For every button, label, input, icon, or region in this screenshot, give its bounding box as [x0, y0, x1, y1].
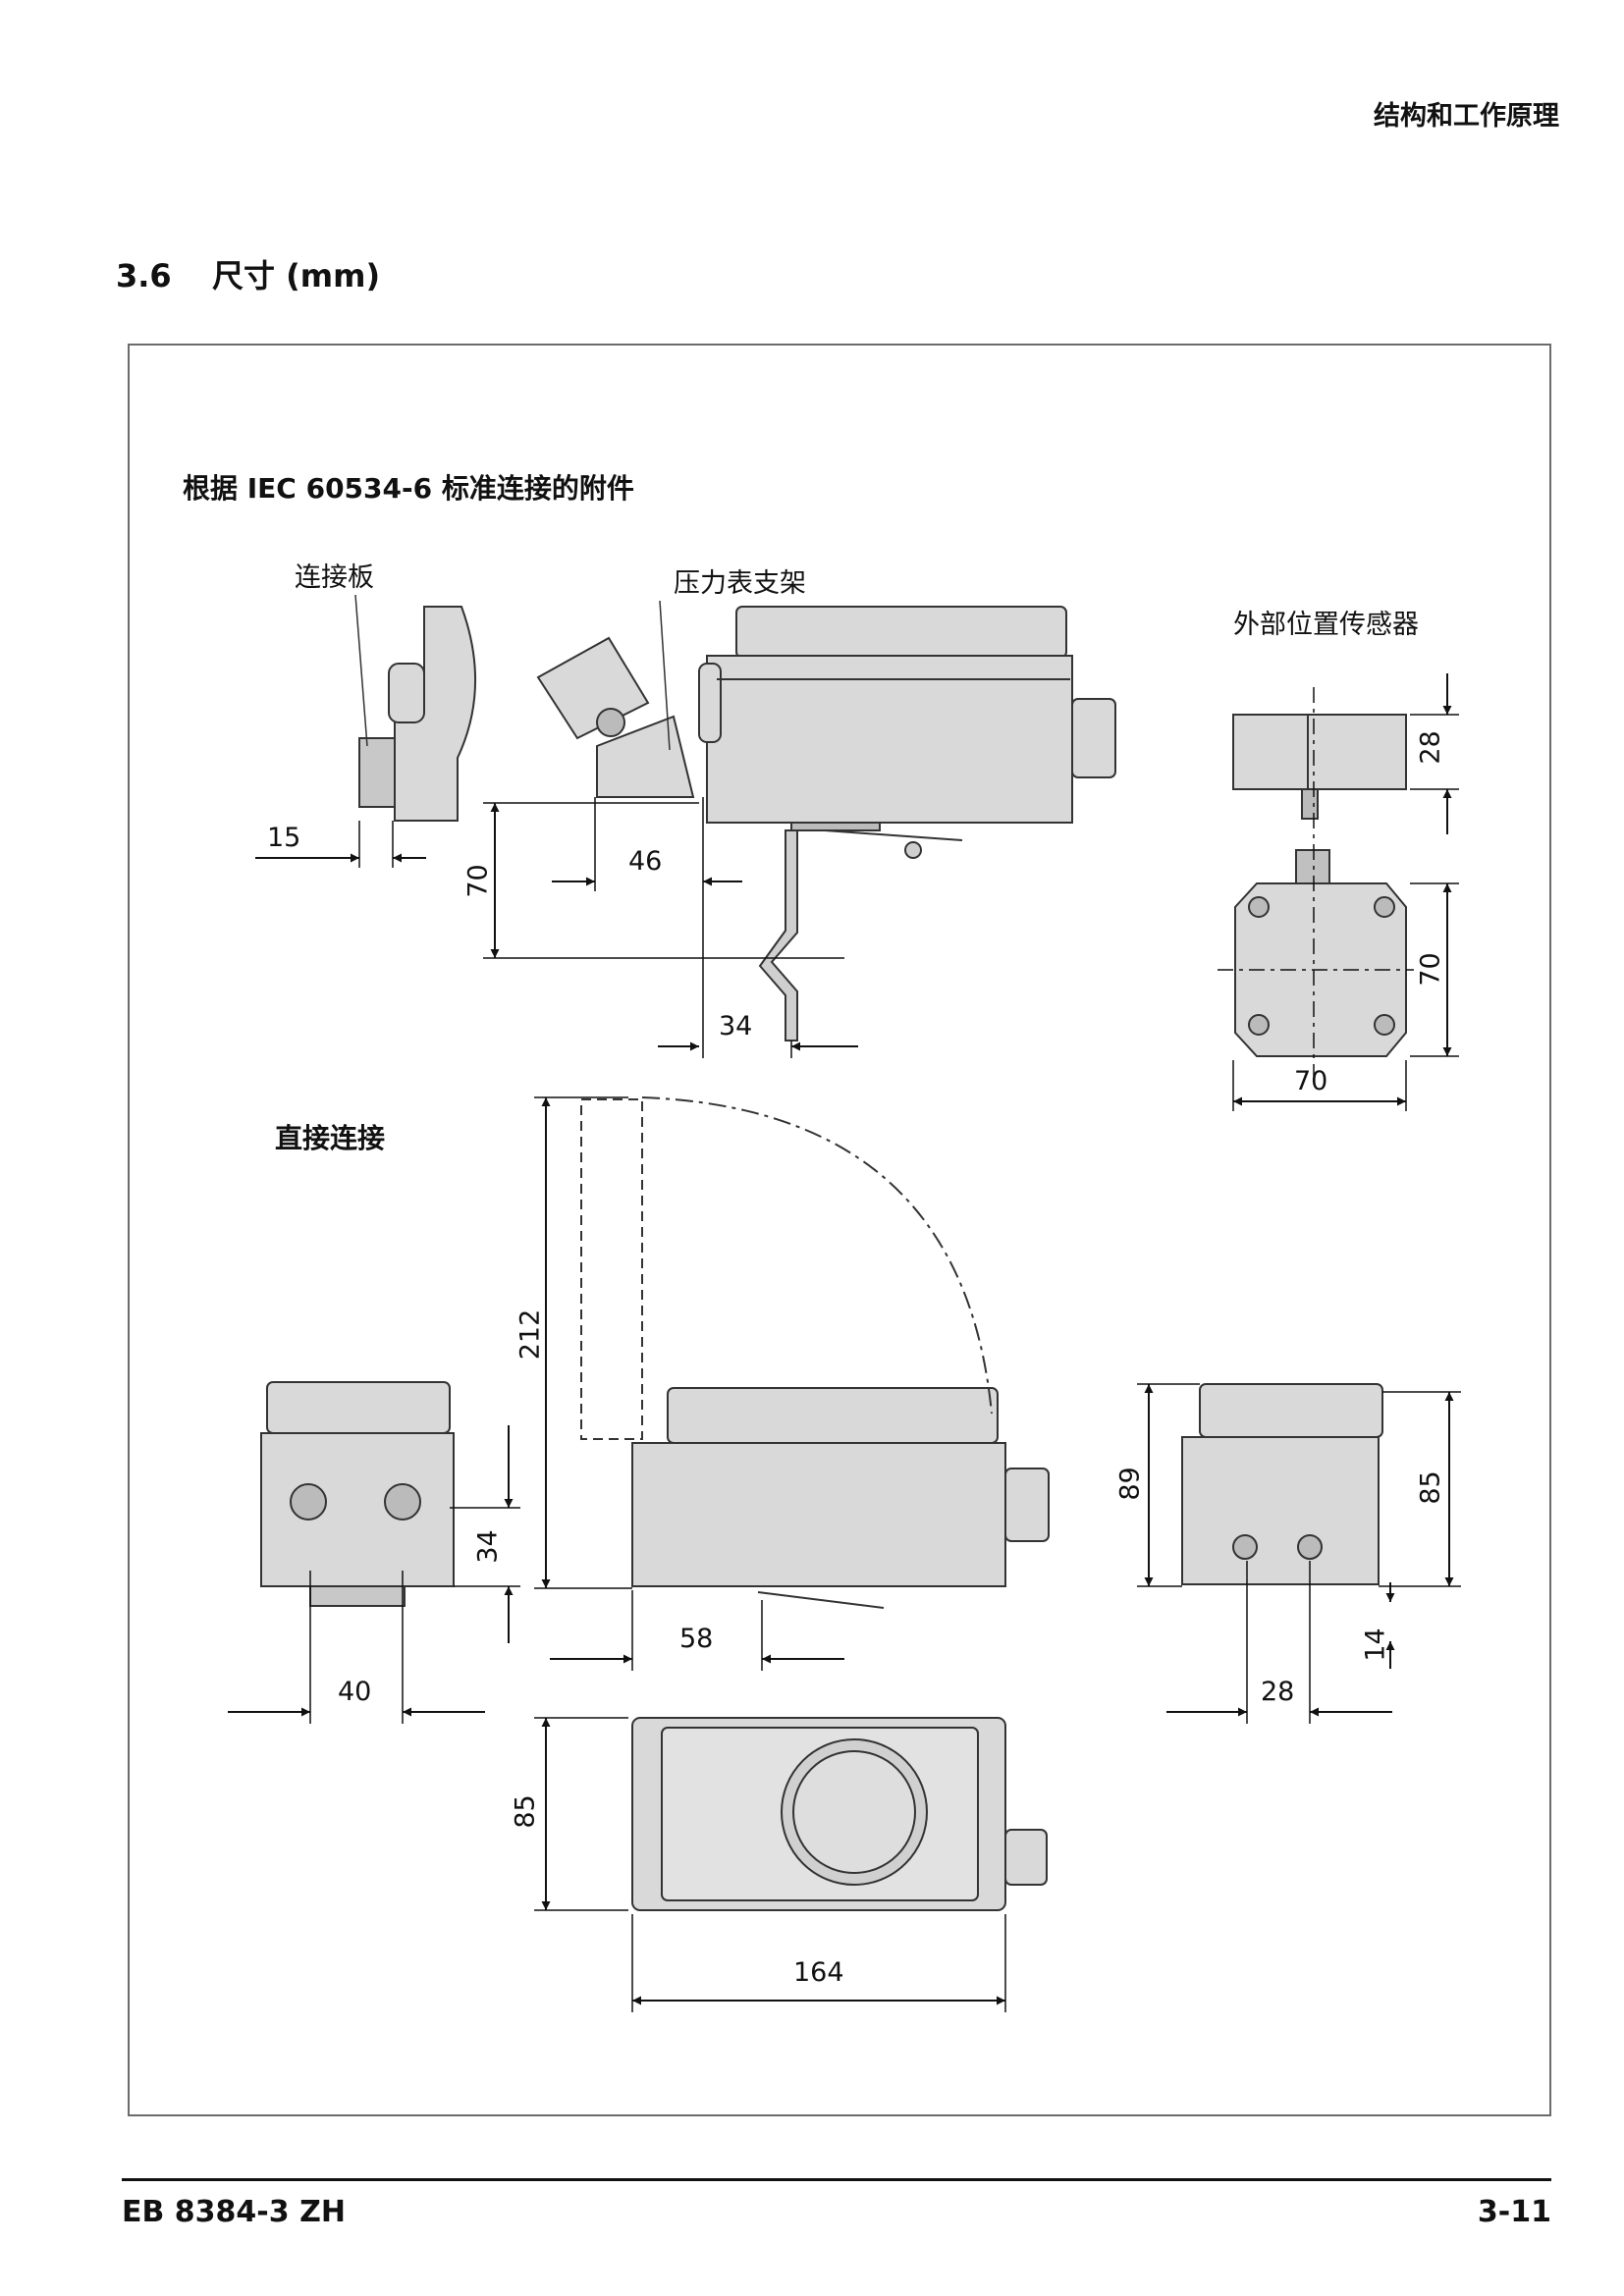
mounting-bracket: [758, 829, 963, 1041]
dim-212: 212: [514, 1308, 546, 1361]
running-header: 结构和工作原理: [1374, 101, 1559, 132]
dim-89: 89: [1114, 1467, 1146, 1501]
dim-70-sensor-vertical: 70: [1415, 952, 1446, 987]
caption-accessories: 根据 IEC 60534-6 标准连接的附件: [183, 472, 634, 505]
dim-70-sensor-horizontal: 70: [1294, 1066, 1328, 1096]
dimension-lines: [228, 673, 1454, 2005]
dimension-figure-frame: [128, 344, 1551, 2116]
dim-28-side: 28: [1261, 1677, 1295, 1707]
extension-lines: [309, 687, 1461, 2012]
footer-rule: [122, 2178, 1551, 2181]
dim-14: 14: [1360, 1628, 1391, 1662]
housing-side-view-accessories: [698, 606, 1116, 831]
housing-side-view-direct: [580, 1096, 1050, 1609]
footer-doc-id: EB 8384-3 ZH: [122, 2195, 346, 2229]
section-heading: 3.6 尺寸 (mm): [116, 251, 380, 296]
dim-15: 15: [267, 823, 301, 853]
label-external-sensor: 外部位置传感器: [1233, 610, 1419, 640]
dim-58: 58: [679, 1624, 714, 1654]
dim-28-sensor: 28: [1415, 730, 1446, 765]
label-connecting-plate: 连接板: [295, 562, 374, 593]
dim-46: 46: [628, 846, 663, 877]
dim-34-front: 34: [472, 1529, 504, 1564]
external-sensor-front: [1232, 714, 1407, 820]
dim-85-top: 85: [510, 1794, 541, 1829]
label-gauge-bracket: 压力表支架: [674, 568, 806, 599]
caption-direct-mounting: 直接连接: [275, 1122, 386, 1154]
housing-right-view: [1181, 1383, 1383, 1585]
gauge-bracket: [536, 636, 695, 798]
dim-164: 164: [793, 1957, 844, 1988]
dim-85-side: 85: [1415, 1470, 1446, 1505]
connecting-plate: [358, 606, 477, 822]
section-title: 尺寸 (mm): [212, 257, 381, 294]
leader-lines: [354, 594, 671, 751]
dim-34-bracket: 34: [719, 1011, 753, 1041]
dim-40: 40: [338, 1677, 372, 1707]
footer-page-number: 3-11: [1477, 2195, 1551, 2229]
housing-front-view: [260, 1381, 455, 1607]
housing-top-view: [631, 1717, 1048, 1911]
dim-70-bracket: 70: [462, 864, 494, 898]
section-number: 3.6: [116, 257, 172, 294]
external-sensor-top: [1234, 849, 1407, 1057]
